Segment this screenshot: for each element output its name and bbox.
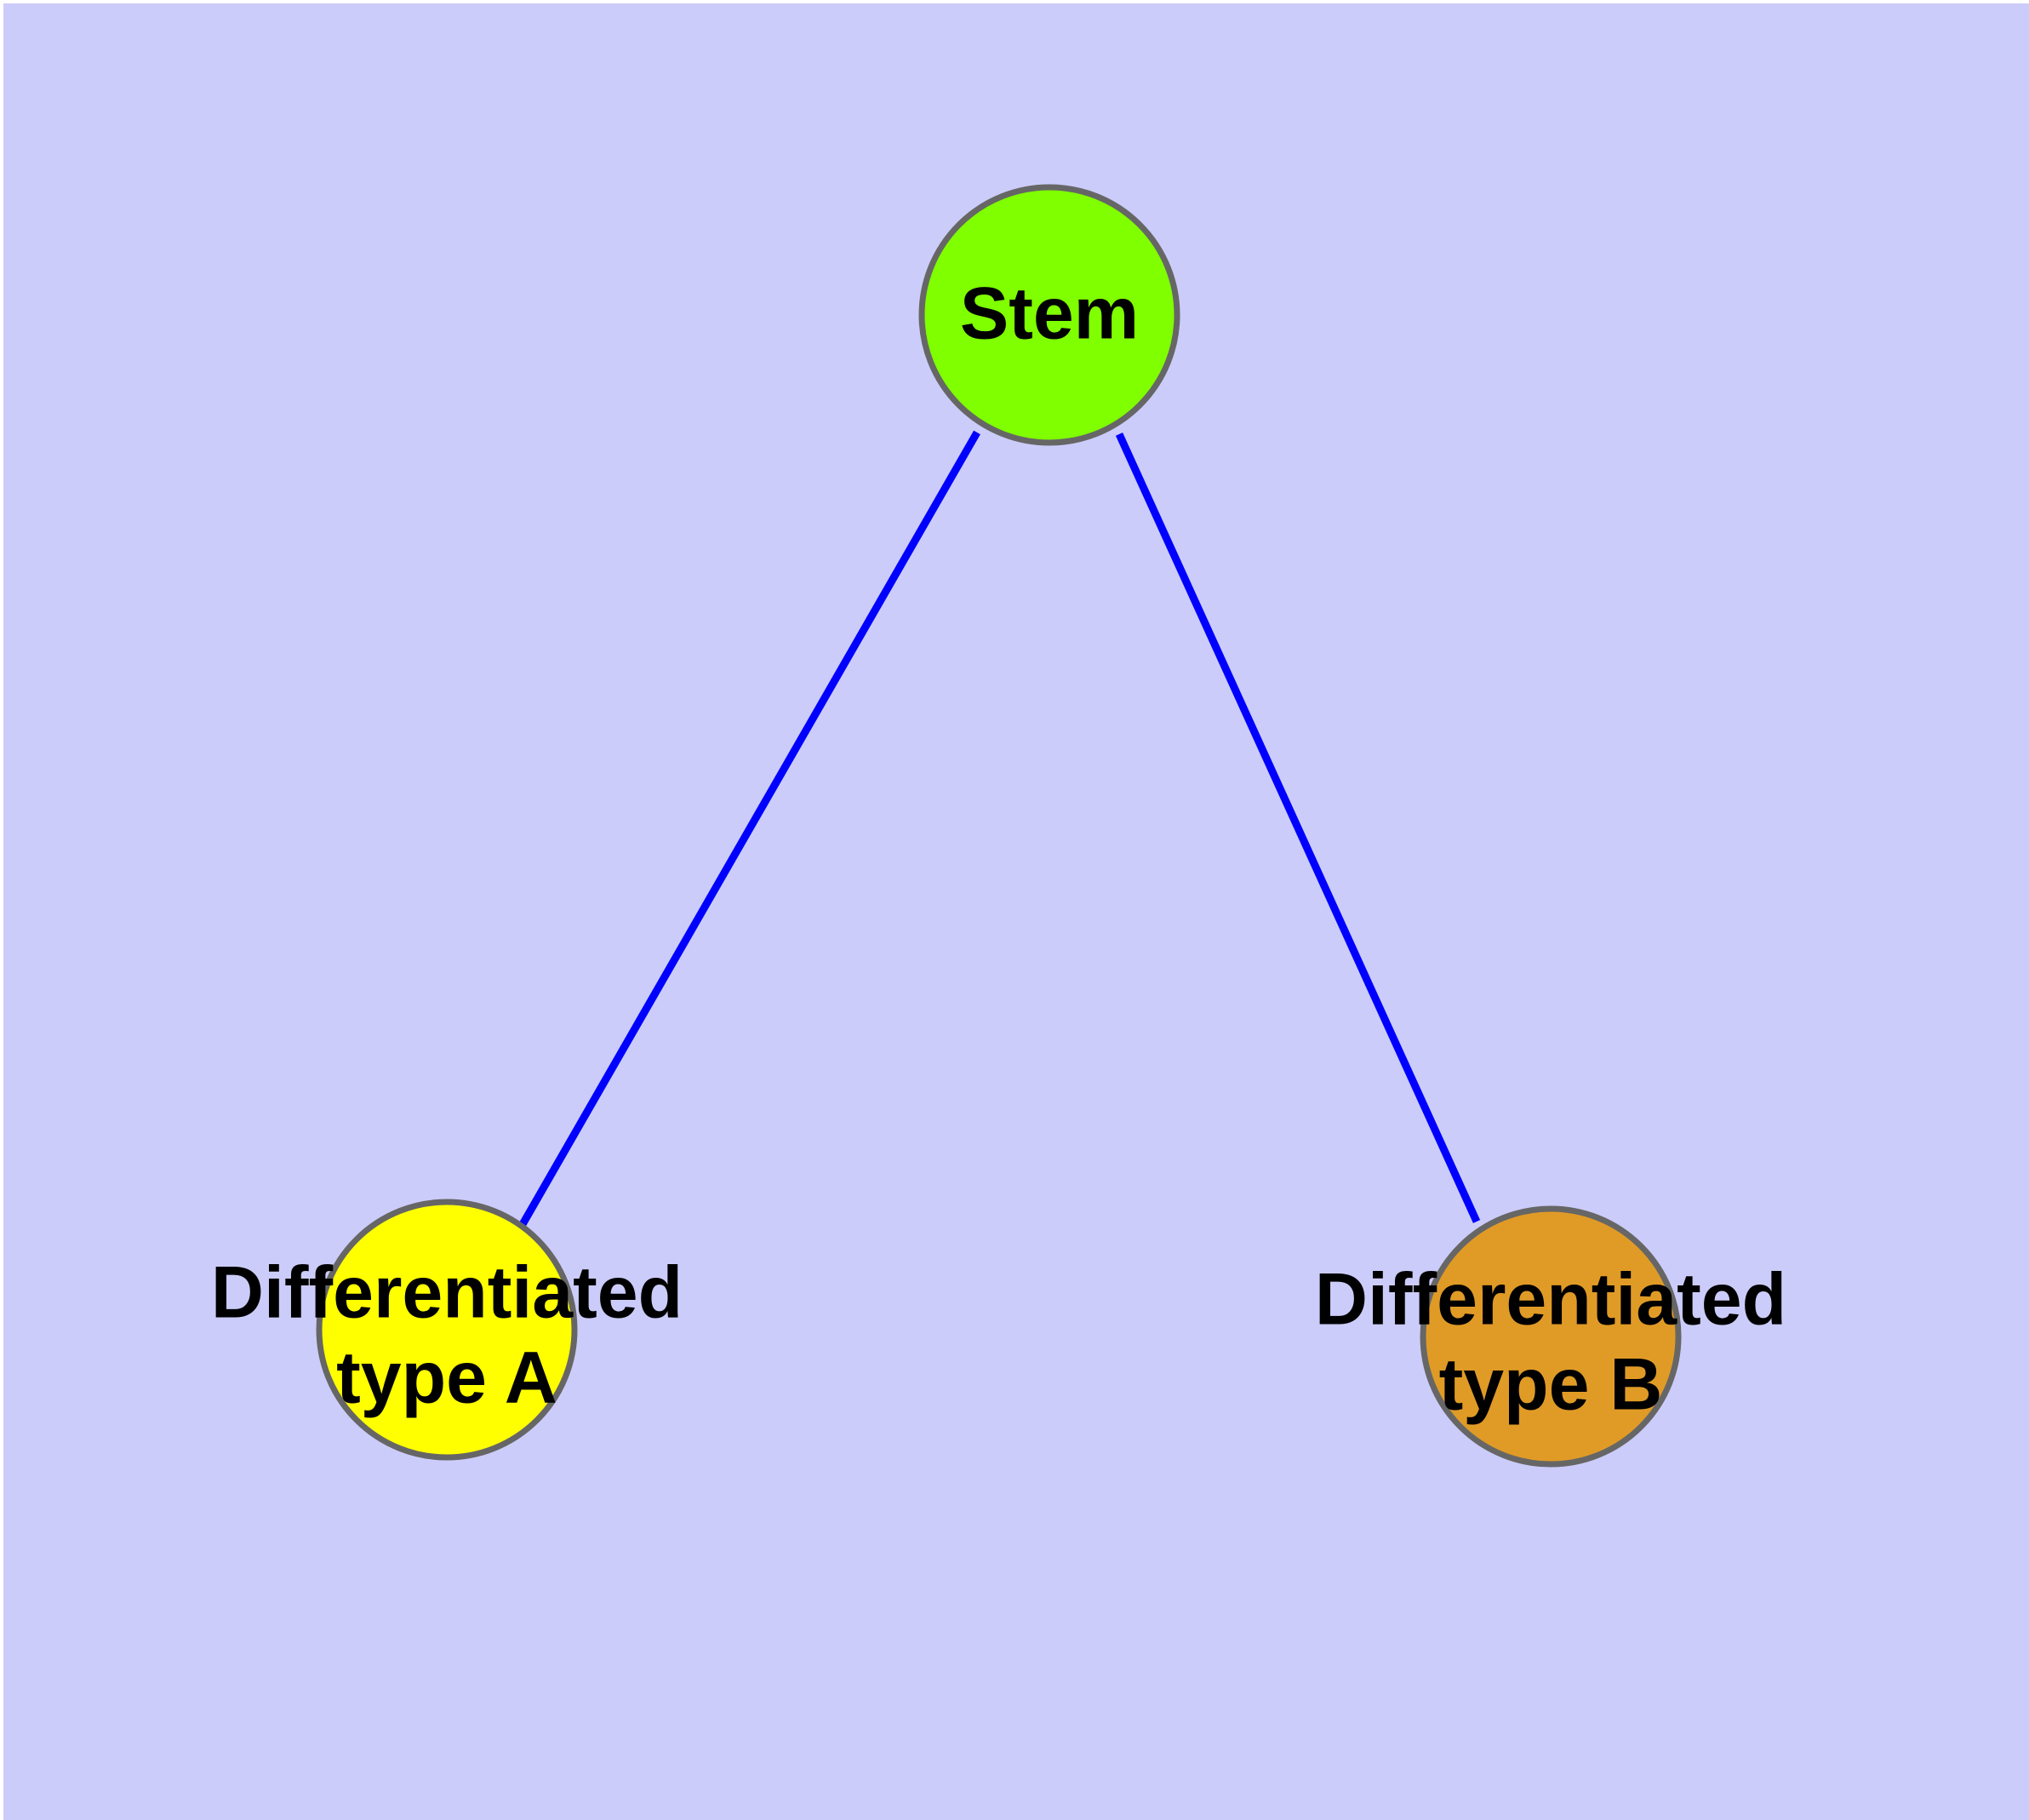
node-circle-differentiated-type-b[interactable] xyxy=(1420,1205,1682,1468)
node-circle-stem[interactable] xyxy=(918,184,1180,446)
edge-stem-to-differentiated-type-a[interactable] xyxy=(518,430,980,1228)
node-differentiated-type-b[interactable]: Differentiated type B xyxy=(1315,1205,1786,1468)
edge-stem-to-differentiated-type-b[interactable] xyxy=(1115,432,1481,1223)
edge-group xyxy=(518,430,1481,1228)
node-differentiated-type-a[interactable]: Differentiated type A xyxy=(211,1199,683,1461)
node-label-differentiated-type-b-line2: type B xyxy=(1439,1344,1663,1426)
node-stem[interactable]: Stem xyxy=(918,184,1180,446)
node-circle-differentiated-type-a[interactable] xyxy=(316,1199,578,1461)
node-label-differentiated-type-b-line1: Differentiated xyxy=(1315,1259,1786,1341)
node-label-differentiated-type-a-line2: type A xyxy=(336,1337,557,1419)
node-label-differentiated-type-a-line1: Differentiated xyxy=(211,1252,683,1334)
node-label-stem: Stem xyxy=(960,273,1139,355)
